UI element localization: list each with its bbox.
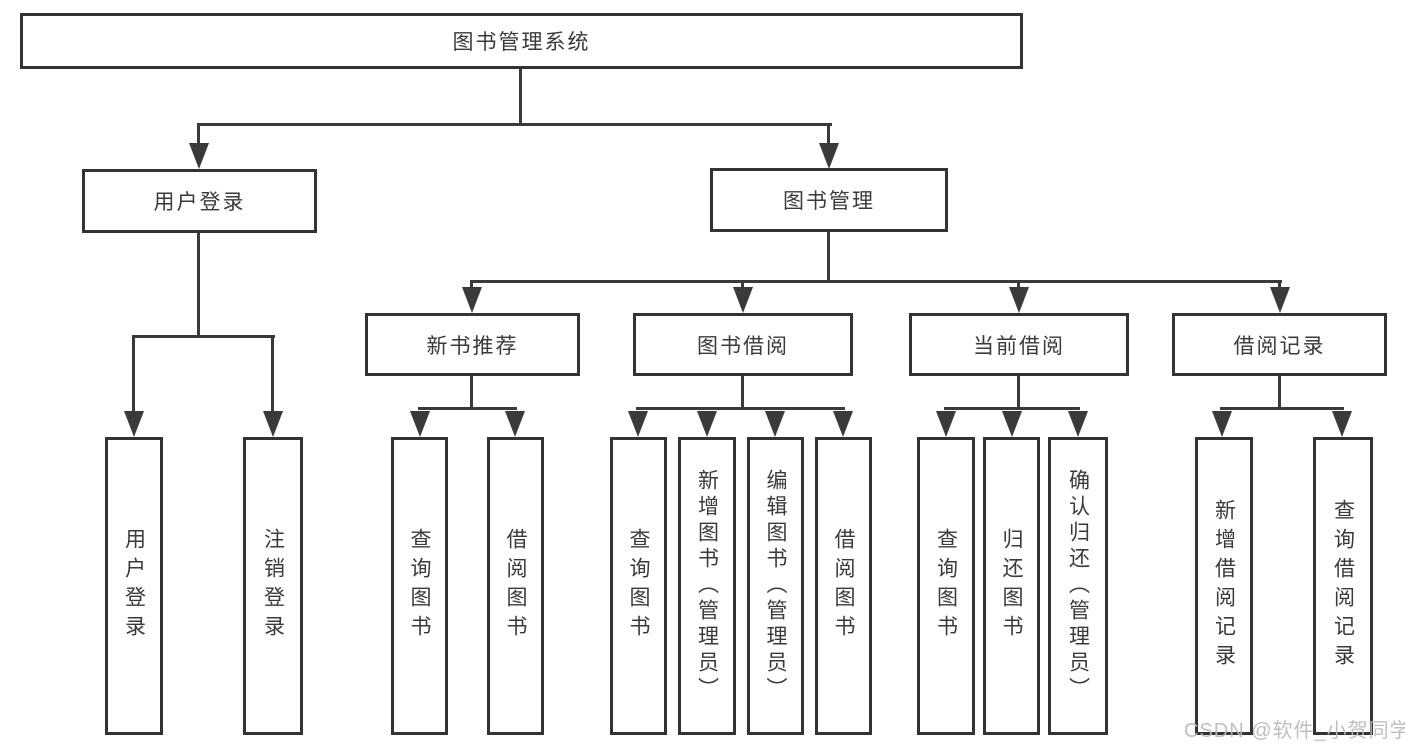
leaf-confirm-return-admin: 确认归还（管理员）: [1048, 437, 1108, 735]
connector-drop-book-management: [827, 123, 830, 147]
connector-new-book-stem: [470, 375, 473, 410]
arrowhead-book-borrow: [733, 287, 753, 313]
node-new-book-recommend-label: 新书推荐: [426, 334, 519, 358]
connector-new-book-split: [418, 407, 517, 410]
arrowhead-book-management: [819, 143, 839, 169]
arrowhead-confirm-return: [1068, 411, 1088, 437]
leaf-add-books-admin: 新增图书（管理员）: [678, 437, 736, 735]
connector-user-login-stem: [197, 232, 200, 337]
arrowhead-query-record: [1332, 411, 1352, 437]
node-root: 图书管理系统: [20, 13, 1023, 69]
leaf-borrow-query-books-label: 查询图书: [627, 528, 650, 644]
leaf-recommend-query-books: 查询图书: [391, 437, 448, 735]
leaf-recommend-borrow-books: 借阅图书: [487, 437, 544, 735]
node-book-management-label: 图书管理: [783, 190, 875, 213]
leaf-borrow-books: 借阅图书: [815, 437, 872, 735]
leaf-user-login: 用户登录: [105, 437, 163, 735]
arrowhead-recommend-query: [410, 411, 430, 437]
leaf-edit-books-admin: 编辑图书（管理员）: [747, 437, 804, 735]
arrowhead-borrow-records: [1270, 287, 1290, 313]
leaf-return-books: 归还图书: [983, 437, 1040, 735]
arrowhead-current-query: [936, 411, 956, 437]
connector-drop-new-book: [470, 280, 473, 292]
leaf-borrow-query-books: 查询图书: [610, 437, 667, 735]
connector-drop-book-borrow: [741, 280, 744, 292]
arrowhead-borrow-books: [833, 411, 853, 437]
connector-borrow-records-stem: [1278, 375, 1281, 410]
leaf-return-books-label: 归还图书: [1000, 528, 1023, 644]
arrowhead-current-borrow: [1009, 287, 1029, 313]
arrowhead-leaf-user-login: [124, 411, 144, 437]
arrowhead-add-record: [1212, 411, 1232, 437]
node-current-borrow-label: 当前借阅: [973, 334, 1065, 358]
leaf-recommend-borrow-books-label: 借阅图书: [504, 528, 527, 644]
node-book-borrow-label: 图书借阅: [697, 334, 789, 358]
leaf-add-books-admin-label: 新增图书（管理员）: [695, 469, 719, 703]
connector-current-borrow-split: [944, 407, 1080, 410]
node-new-book-recommend: 新书推荐: [365, 313, 580, 376]
node-book-borrow: 图书借阅: [633, 313, 853, 376]
leaf-logout: 注销登录: [243, 437, 303, 735]
connector-drop-user-login: [197, 123, 200, 147]
connector-drop-leaf-logout: [271, 335, 274, 415]
connector-book-management-stem: [827, 231, 830, 283]
connector-current-borrow-stem: [1017, 375, 1020, 410]
arrowhead-return-books: [1002, 411, 1022, 437]
arrowhead-recommend-borrow: [505, 411, 525, 437]
arrowhead-user-login: [189, 143, 209, 169]
leaf-recommend-query-books-label: 查询图书: [408, 528, 431, 644]
leaf-current-query-books: 查询图书: [917, 437, 975, 735]
csdn-watermark: CSDN @软件_小贺同学: [1184, 720, 1405, 742]
connector-user-login-split: [132, 335, 275, 338]
leaf-add-borrow-record: 新增借阅记录: [1195, 437, 1253, 735]
arrowhead-leaf-logout: [263, 411, 283, 437]
connector-book-management-split: [470, 280, 1282, 283]
leaf-edit-books-admin-label: 编辑图书（管理员）: [764, 469, 787, 703]
node-book-management: 图书管理: [710, 168, 948, 232]
leaf-query-borrow-record-label: 查询借阅记录: [1331, 499, 1355, 673]
node-root-label: 图书管理系统: [452, 31, 591, 54]
connector-drop-borrow-records: [1278, 280, 1281, 292]
leaf-borrow-books-label: 借阅图书: [832, 528, 855, 644]
node-borrow-records: 借阅记录: [1172, 313, 1387, 376]
connector-root-stem: [519, 69, 522, 126]
leaf-query-borrow-record: 查询借阅记录: [1313, 437, 1373, 735]
leaf-confirm-return-admin-label: 确认归还（管理员）: [1066, 469, 1090, 703]
connector-drop-current-borrow: [1017, 280, 1020, 292]
node-user-login: 用户登录: [82, 169, 317, 233]
leaf-current-query-books-label: 查询图书: [934, 528, 958, 644]
connector-drop-leaf-user-login: [132, 335, 135, 415]
arrowhead-edit-books: [765, 411, 785, 437]
arrowhead-borrow-query: [628, 411, 648, 437]
connector-root-split: [197, 123, 832, 126]
node-current-borrow: 当前借阅: [909, 313, 1129, 376]
arrowhead-add-books: [697, 411, 717, 437]
leaf-user-login-label: 用户登录: [122, 528, 146, 644]
connector-borrow-records-split: [1220, 407, 1344, 410]
leaf-add-borrow-record-label: 新增借阅记录: [1212, 499, 1236, 673]
node-user-login-label: 用户登录: [153, 191, 246, 214]
arrowhead-new-book-recommend: [462, 287, 482, 313]
leaf-logout-label: 注销登录: [261, 528, 285, 644]
node-borrow-records-label: 借阅记录: [1233, 334, 1326, 358]
connector-book-borrow-split: [636, 407, 845, 410]
connector-book-borrow-stem: [741, 375, 744, 410]
